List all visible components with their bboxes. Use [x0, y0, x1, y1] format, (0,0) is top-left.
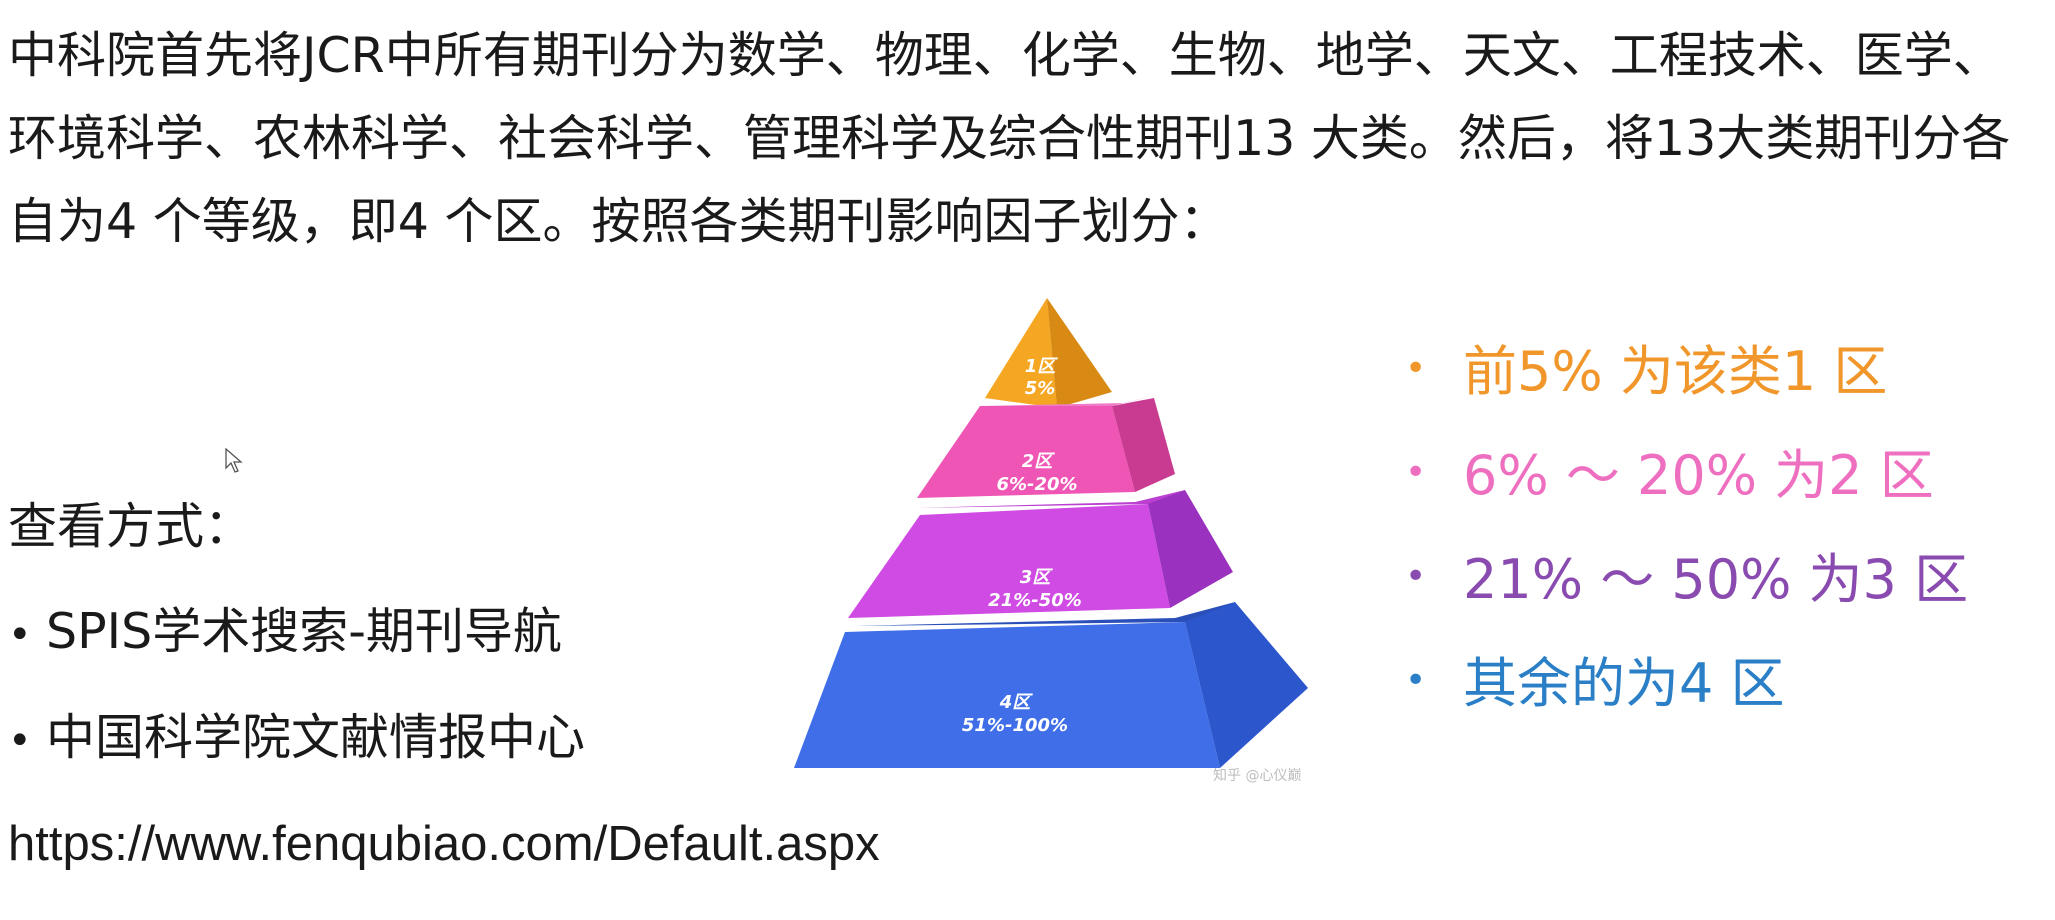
bullet-icon: • — [1405, 348, 1427, 390]
tier-3-range-label: 21%-50% — [988, 590, 1082, 611]
mouse-cursor-icon — [225, 448, 243, 473]
pyramid-tier-4: 4区 51%-100% — [794, 602, 1308, 768]
pyramid-tier-2: 2区 6%-20% — [917, 395, 1175, 498]
tier-2-range-label: 6%-20% — [996, 474, 1077, 495]
tier-3-zone-label: 3区 — [1020, 567, 1054, 588]
bullet-icon: • — [1405, 556, 1427, 598]
zone-item-4: • 其余的为4 区 — [1405, 632, 1968, 736]
view-method-heading: 查看方式： — [8, 498, 254, 555]
partition-pyramid: 1区 5% 2区 6%-20% 3区 21%-50% 4区 51%-100% 知… — [794, 298, 1308, 784]
tier-1-range-label: 5% — [1025, 378, 1056, 399]
fenqubiao-url[interactable]: https://www.fenqubiao.com/Default.aspx — [8, 817, 880, 871]
bullet-icon: • — [8, 612, 32, 658]
zone-text: 前5% 为该类1 区 — [1463, 340, 1888, 403]
zone-list: • 前5% 为该类1 区 • 6% ～ 20% 为2 区 • 21% ～ 50% 为3… — [1405, 320, 1968, 736]
bullet-icon: • — [1405, 660, 1427, 702]
tier-1-zone-label: 1区 — [1025, 356, 1059, 377]
zone-item-2: • 6% ～ 20% 为2 区 — [1405, 424, 1968, 528]
bullet-icon: • — [8, 718, 32, 764]
zone-text: 6% ～ 20% 为2 区 — [1463, 444, 1934, 507]
watermark-label: 知乎 @心仪巅 — [1213, 767, 1301, 784]
intro-paragraph: 中科院首先将JCR中所有期刊分为数学、物理、化学、生物、地学、天文、工程技术、医… — [8, 27, 2011, 250]
source-label: 中国科学院文献情报中心 — [46, 709, 586, 766]
source-item-spis: • SPIS学术搜索-期刊导航 — [8, 600, 585, 706]
tier-4-zone-label: 4区 — [999, 692, 1034, 713]
source-item-cas: • 中国科学院文献情报中心 — [8, 706, 585, 812]
source-list: • SPIS学术搜索-期刊导航 • 中国科学院文献情报中心 — [8, 600, 585, 812]
zone-item-1: • 前5% 为该类1 区 — [1405, 320, 1968, 424]
zone-text: 21% ～ 50% 为3 区 — [1463, 548, 1969, 611]
pyramid-tier-1: 1区 5% — [985, 298, 1112, 408]
zone-text: 其余的为4 区 — [1463, 652, 1785, 715]
tier-2-zone-label: 2区 — [1022, 451, 1056, 472]
tier-4-range-label: 51%-100% — [962, 715, 1068, 736]
source-label: SPIS学术搜索-期刊导航 — [46, 603, 562, 660]
pyramid-tier-3: 3区 21%-50% — [848, 490, 1233, 618]
zone-item-3: • 21% ～ 50% 为3 区 — [1405, 528, 1968, 632]
bullet-icon: • — [1405, 452, 1427, 494]
